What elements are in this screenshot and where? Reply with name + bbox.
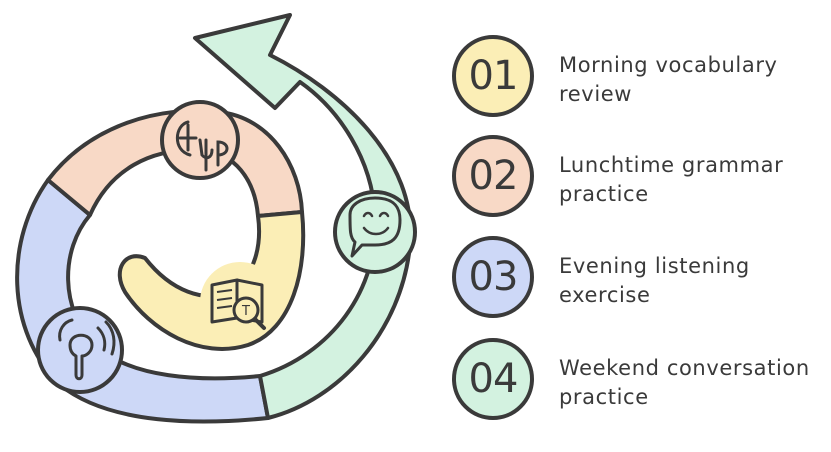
- step-label: Evening listening exercise: [559, 254, 750, 307]
- step-number: 01: [468, 53, 519, 99]
- step-label: Morning vocabulary review: [559, 53, 778, 106]
- step-number: 04: [468, 356, 519, 402]
- svg-text:T: T: [241, 304, 250, 319]
- step-number: 02: [468, 153, 519, 199]
- speech-bubble-icon: [333, 190, 417, 274]
- step-2: 02 Lunchtime grammar practice: [452, 135, 822, 225]
- step-number-circle: 04: [452, 338, 534, 420]
- step-number-circle: 02: [452, 135, 534, 217]
- spiral-diagram: T: [15, 13, 417, 424]
- step-1: 01 Morning vocabulary review: [452, 35, 822, 125]
- book-magnifier-icon: T: [200, 262, 280, 342]
- step-number-circle: 01: [452, 35, 534, 117]
- earbud-icon: [36, 306, 124, 394]
- grammar-symbols-icon: [160, 100, 240, 180]
- segment-weekend: [193, 13, 413, 420]
- step-number-circle: 03: [452, 236, 534, 318]
- step-4: 04 Weekend conversation practice: [452, 338, 822, 428]
- step-label: Lunchtime grammar practice: [559, 153, 784, 206]
- step-3: 03 Evening listening exercise: [452, 236, 822, 326]
- step-label: Weekend conversation practice: [559, 356, 810, 409]
- step-number: 03: [468, 254, 519, 300]
